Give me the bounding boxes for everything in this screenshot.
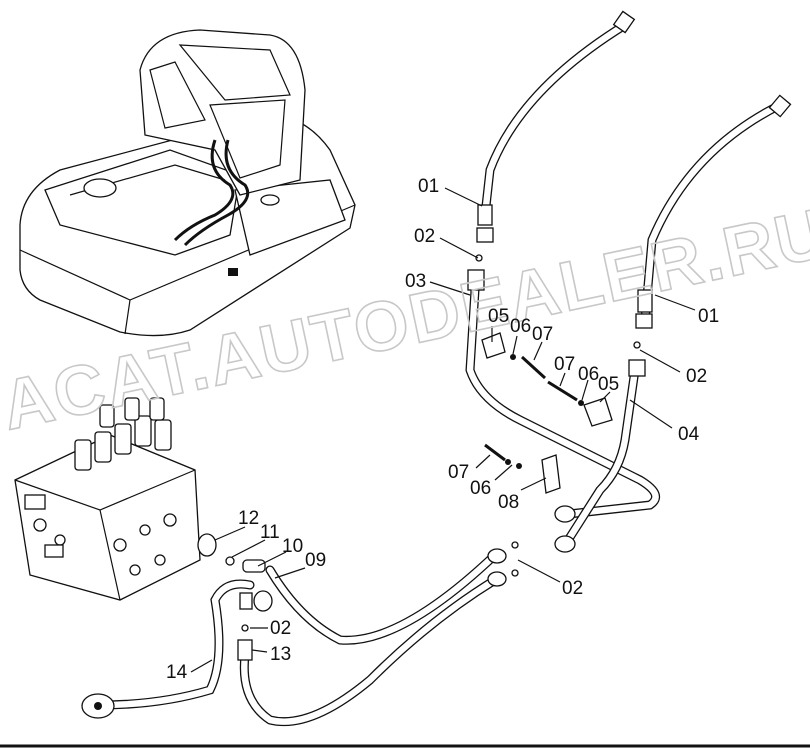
callout-labels: 01 02 03 05 06 07 01 07 06 05 02 04 07 0… xyxy=(166,176,719,683)
callout-10: 10 xyxy=(282,536,303,557)
callout-08: 08 xyxy=(498,492,519,513)
hose-lines xyxy=(95,20,785,727)
callout-05-right: 05 xyxy=(598,374,619,395)
callout-04: 04 xyxy=(678,424,700,445)
callout-02-upper: 02 xyxy=(414,226,435,247)
callout-11: 11 xyxy=(260,522,280,543)
callout-05-left: 05 xyxy=(488,306,509,327)
callout-07-middle: 07 xyxy=(554,354,575,375)
callout-07-left: 07 xyxy=(532,324,553,345)
callout-03: 03 xyxy=(405,271,426,292)
callout-02-lower-right: 02 xyxy=(562,578,583,599)
callout-02-right: 02 xyxy=(686,366,707,387)
callout-01-right: 01 xyxy=(698,306,719,327)
callout-06-lower: 06 xyxy=(470,478,491,499)
callout-09: 09 xyxy=(305,550,326,571)
control-valve-block xyxy=(14,397,201,601)
callout-06-left: 06 xyxy=(510,316,531,337)
callout-12: 12 xyxy=(238,508,259,529)
callout-07-lower: 07 xyxy=(448,462,469,483)
excavator-upper-structure xyxy=(19,29,356,337)
leader-lines xyxy=(190,187,696,673)
callout-14: 14 xyxy=(166,662,188,683)
callout-13: 13 xyxy=(270,644,291,665)
callout-06-middle: 06 xyxy=(578,364,599,385)
fittings xyxy=(81,10,792,719)
callout-02-lower-left: 02 xyxy=(270,618,291,639)
callout-01-upper: 01 xyxy=(418,176,439,197)
